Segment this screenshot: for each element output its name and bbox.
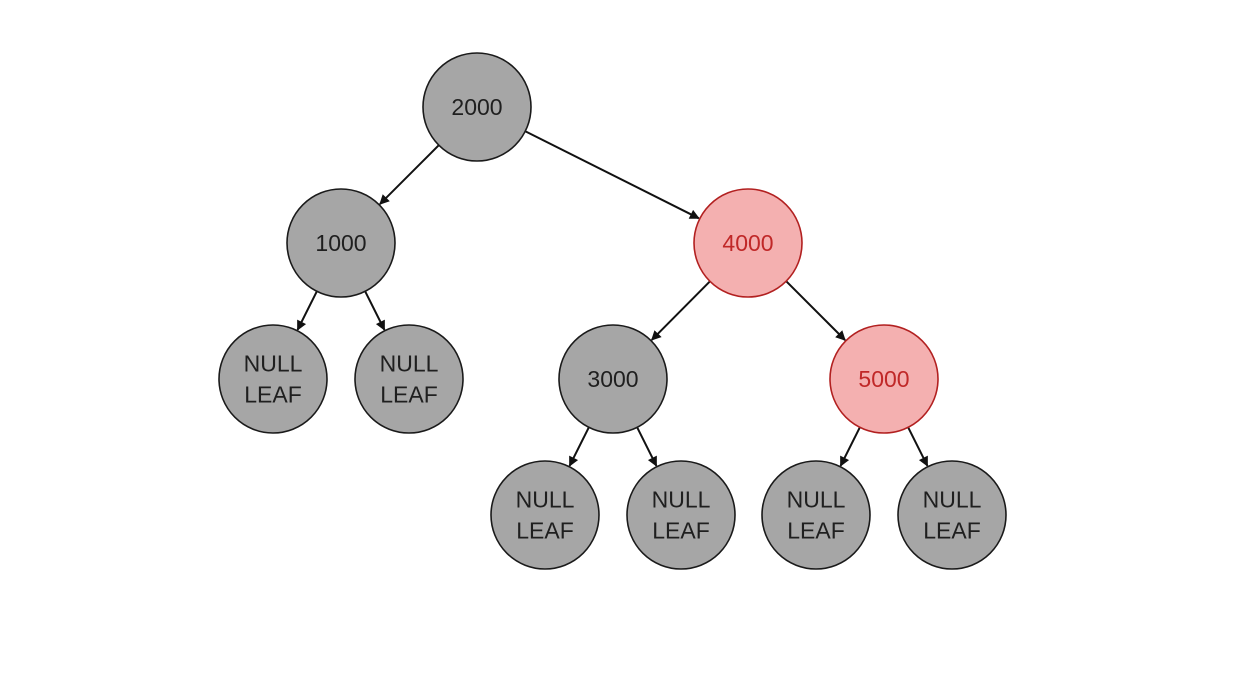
tree-node-n5000: 5000	[829, 324, 939, 434]
black-node-circle	[897, 460, 1007, 570]
node-label: NULL	[787, 487, 846, 513]
node-label: 5000	[858, 366, 909, 392]
tree-node-leaf5: NULL LEAF	[761, 460, 871, 570]
tree-node-leaf3: NULL LEAF	[490, 460, 600, 570]
tree-node-n1000: 1000	[286, 188, 396, 298]
black-node-circle	[422, 52, 532, 162]
edge-n2000-to-n4000	[524, 130, 700, 220]
tree-node-leaf2: NULL LEAF	[354, 324, 464, 434]
black-node-circle	[490, 460, 600, 570]
node-label: NULL	[244, 351, 303, 377]
black-node-circle	[558, 324, 668, 434]
edge-n4000-to-n3000	[651, 280, 711, 341]
node-label: LEAF	[244, 382, 302, 408]
edge-n3000-to-leaf4	[636, 426, 658, 467]
node-label: LEAF	[787, 518, 845, 544]
edge-n3000-to-leaf3	[568, 426, 590, 467]
node-label: LEAF	[923, 518, 981, 544]
black-node-circle	[354, 324, 464, 434]
red-node-circle	[829, 324, 939, 434]
tree-node-n4000: 4000	[693, 188, 803, 298]
edge-n4000-to-n5000	[785, 280, 846, 341]
edge-n1000-to-leaf1	[296, 290, 318, 331]
tree-node-leaf4: NULL LEAF	[626, 460, 736, 570]
node-label: LEAF	[516, 518, 574, 544]
node-label: LEAF	[652, 518, 710, 544]
node-label: LEAF	[380, 382, 438, 408]
tree-node-leaf1: NULL LEAF	[218, 324, 328, 434]
edges	[296, 130, 929, 467]
tree-node-n2000: 2000	[422, 52, 532, 162]
black-node-circle	[286, 188, 396, 298]
edge-n2000-to-n1000	[379, 144, 440, 205]
node-label: NULL	[923, 487, 982, 513]
black-node-circle	[761, 460, 871, 570]
node-label: NULL	[516, 487, 575, 513]
edge-n5000-to-leaf5	[839, 426, 861, 467]
black-node-circle	[218, 324, 328, 434]
edge-n5000-to-leaf6	[907, 426, 929, 467]
node-label: 4000	[722, 230, 773, 256]
node-label: NULL	[652, 487, 711, 513]
node-label: 3000	[587, 366, 638, 392]
edge-n1000-to-leaf2	[364, 290, 386, 331]
tree-node-leaf6: NULL LEAF	[897, 460, 1007, 570]
node-label: 2000	[451, 94, 502, 120]
node-label: 1000	[315, 230, 366, 256]
black-node-circle	[626, 460, 736, 570]
red-node-circle	[693, 188, 803, 298]
node-label: NULL	[380, 351, 439, 377]
tree-node-n3000: 3000	[558, 324, 668, 434]
